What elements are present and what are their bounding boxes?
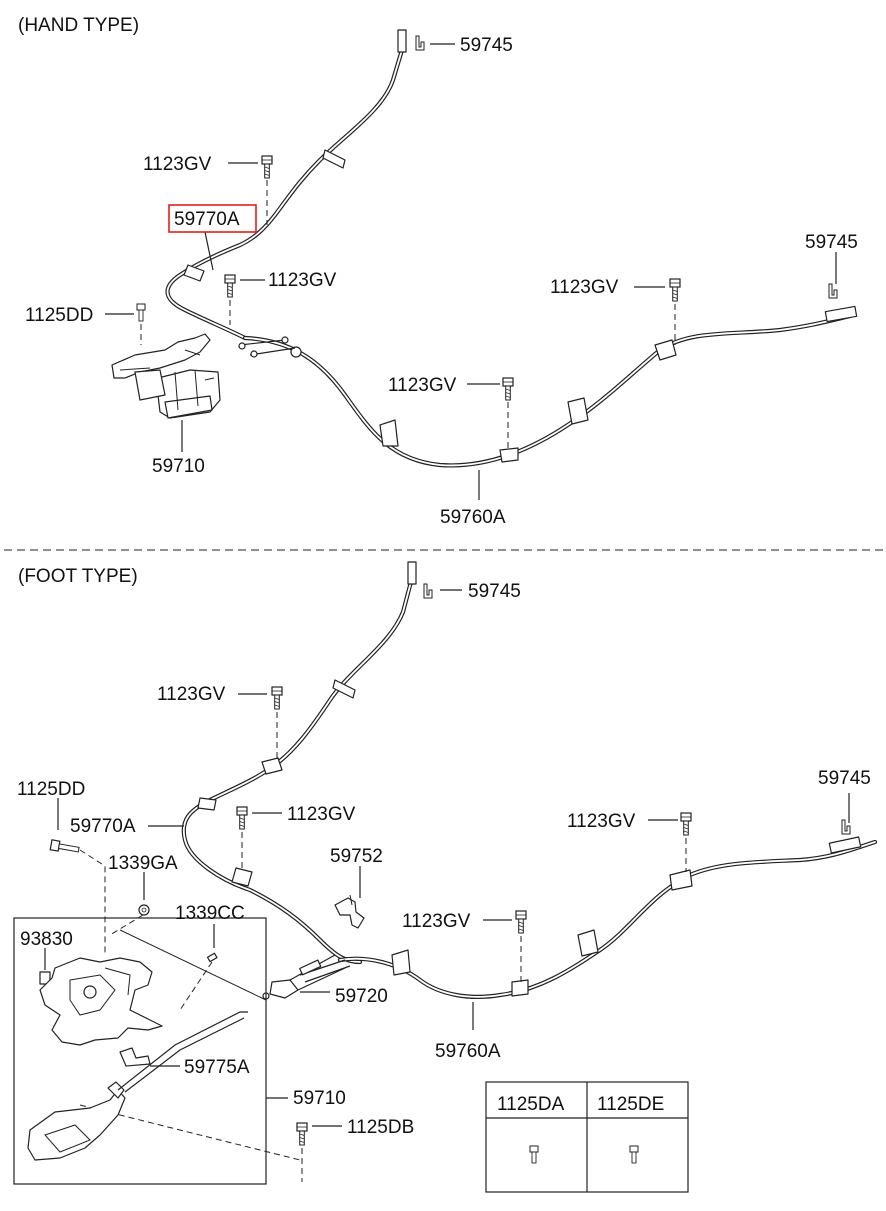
foot-type-title: (FOOT TYPE) [18,566,138,587]
foot-label-1339cc: 1339CC [175,903,245,924]
foot-label-1125dd: 1125DD [17,779,85,800]
foot-label-1123gv-mid: 1123GV [402,911,471,932]
hand-bolt-1125dd [136,303,146,322]
foot-assembly-box [13,917,267,1185]
hand-label-1123gv-a: 1123GV [143,154,212,175]
foot-label-59720: 59720 [335,986,388,1007]
hand-bolt-1123gv-b [224,274,236,298]
foot-label-1123gv-b: 1123GV [287,804,356,825]
hand-clip-59745-top [415,35,425,51]
legend-bolt-1125de [629,1145,639,1164]
foot-label-59710: 59710 [293,1088,346,1109]
foot-label-59770a: 59770A [70,816,136,837]
hand-bolt-1123gv-right [669,278,681,302]
legend-header-1125de: 1125DE [597,1094,664,1115]
hand-type-title: (HAND TYPE) [18,15,139,36]
legend-bolt-1125da [529,1145,539,1164]
hand-cable-59760a [238,305,858,468]
foot-label-93830: 93830 [20,929,73,950]
hand-label-59760a: 59760A [440,507,506,528]
foot-bolt-1123gv-mid [515,910,527,934]
foot-type-section: (FOOT TYPE) [13,561,878,1193]
foot-bolt-1123gv-a [271,686,283,710]
hand-label-59770a: 59770A [174,209,240,230]
foot-equalizer-59720 [262,954,346,1000]
foot-bracket-59752 [334,894,365,929]
foot-bolt-1125dd [49,839,80,853]
highlight-box-59770a [168,204,257,233]
foot-label-1339ga: 1339GA [108,853,178,874]
fastener-legend-table [485,1081,689,1193]
foot-label-59745-right: 59745 [818,768,871,789]
foot-label-1123gv-a: 1123GV [157,684,226,705]
legend-header-1125da: 1125DA [497,1094,565,1115]
foot-label-59745-top: 59745 [468,581,521,602]
hand-cable-59770a [165,29,407,341]
foot-part-93830 [39,971,51,985]
foot-label-59760a: 59760A [435,1041,501,1062]
foot-clip-59745-top [423,583,433,599]
hand-label-1123gv-b: 1123GV [268,270,337,291]
hand-label-59745-right: 59745 [805,232,858,253]
hand-label-1123gv-mid: 1123GV [388,375,457,396]
foot-label-1123gv-right: 1123GV [567,811,636,832]
foot-cable-59770a [181,561,417,965]
hand-bolt-1123gv-mid [502,377,514,401]
hand-clip-59745-right [828,283,838,299]
hand-type-section: (HAND TYPE) [18,15,858,528]
foot-cable-59760a [299,836,878,999]
foot-label-59775a: 59775A [184,1057,250,1078]
foot-clip-1339cc [206,952,218,963]
foot-bolt-1123gv-b [236,806,248,830]
hand-bolt-1123gv-a [261,155,273,179]
hand-label-59710: 59710 [152,456,205,477]
foot-label-59752: 59752 [330,846,383,867]
hand-label-1123gv-right: 1123GV [550,277,619,298]
hand-label-59745-top: 59745 [460,35,513,56]
foot-pedal-assembly [27,957,248,1161]
hand-lever-assembly [111,333,221,419]
foot-bolt-1125db [296,1122,308,1146]
foot-bolt-1123gv-right [680,812,692,836]
hand-label-1125dd: 1125DD [25,305,93,326]
foot-label-1125db: 1125DB [347,1117,414,1138]
